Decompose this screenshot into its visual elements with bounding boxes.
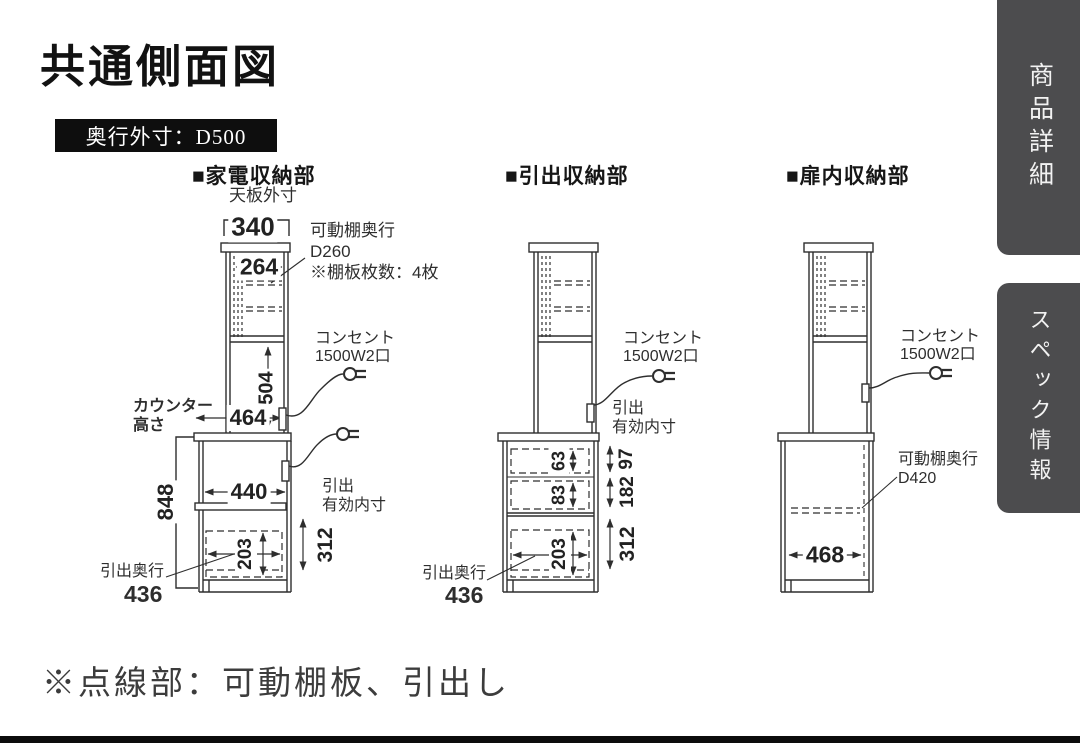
dim-drawer-depth: 436: [445, 582, 484, 608]
outlet-label-1: コンセント: [315, 330, 396, 347]
outlet-box: [278, 407, 287, 431]
power-plug-icon: [652, 369, 675, 383]
dim-eff-height: 312: [314, 524, 338, 566]
dim-drawer2-height: 83: [548, 481, 570, 509]
dim-drawer3-height: 203: [549, 535, 571, 573]
heading-door-section: ■扉内収納部: [786, 164, 910, 188]
appliance-diagram-drawing: [165, 219, 366, 593]
shelf-pin-strips: [541, 256, 551, 338]
dim-open-width: 440: [227, 479, 271, 505]
power-cord: [593, 375, 653, 406]
door-diagram-drawing: [777, 242, 952, 593]
heading-drawer-section: ■引出収納部: [505, 164, 629, 188]
dotted-line-note: ※点線部：可動棚板、引出し: [42, 664, 510, 701]
power-plug-icon: [336, 427, 359, 441]
power-plug-icon: [343, 367, 366, 381]
dim-eff2: 182: [617, 473, 639, 511]
outlet-label-1: コンセント: [900, 328, 981, 345]
movable-shelf-dashed: [791, 507, 860, 514]
tab-spec-info[interactable]: スペック情報: [997, 283, 1080, 513]
page-title: 共通側面図: [40, 41, 281, 92]
movable-shelf-label: 可動棚奥行: [310, 221, 395, 240]
drawer-depth-label: 引出奥行: [422, 565, 487, 582]
tab-product-detail[interactable]: 商品詳細: [997, 0, 1080, 255]
dim-counter-depth: 464: [226, 405, 270, 431]
dim-upper-height: 504: [255, 368, 279, 408]
dim-total-height: 848: [153, 480, 179, 524]
drawer-eff-label-1: 引出: [612, 400, 645, 417]
movable-shelves-dashed: [246, 280, 282, 312]
top-panel-label: 天板外寸: [229, 186, 297, 205]
drawer-depth-label: 引出奥行: [100, 563, 165, 580]
counter-height-label-1: カウンター: [133, 398, 214, 415]
outlet-box: [586, 403, 595, 423]
dim-inner-width: 468: [802, 541, 848, 569]
drawer-eff-label-2: 有効内寸: [322, 497, 387, 514]
shelf-pin-strips: [816, 256, 826, 338]
movable-shelves-dashed: [554, 280, 590, 312]
outlet-label-2: 1500W2口: [315, 348, 391, 365]
dim-eff1: 97: [616, 445, 638, 473]
movable-shelves-dashed: [829, 280, 865, 312]
dim-eff3: 312: [616, 523, 640, 565]
depth-badge: 奥行外寸：D500: [55, 119, 277, 152]
outlet-box: [281, 460, 290, 482]
drawer-eff-label-2: 有効内寸: [612, 419, 677, 436]
outlet-label-2: 1500W2口: [623, 348, 699, 365]
dim-top-width: 340: [228, 211, 278, 243]
dim-drawer-height: 203: [235, 535, 257, 573]
power-cord: [868, 372, 930, 389]
shelf-count-note: ※棚板枚数：4枚: [310, 263, 439, 282]
power-cord: [288, 433, 338, 468]
outlet-box: [861, 383, 870, 403]
power-plug-icon: [929, 366, 952, 380]
movable-shelf-depth: D420: [898, 470, 937, 487]
dim-drawer1-height: 63: [548, 447, 570, 475]
power-cord: [285, 373, 344, 417]
dim-shelf-width: 264: [236, 253, 282, 281]
heading-appliance-section: ■家電収納部: [192, 164, 316, 188]
dim-drawer-depth: 436: [124, 581, 163, 607]
drawer-eff-label-1: 引出: [322, 478, 355, 495]
outlet-label-1: コンセント: [623, 330, 704, 347]
outlet-label-2: 1500W2口: [900, 346, 976, 363]
movable-shelf-depth: D260: [310, 242, 351, 261]
bottom-divider-bar: [0, 736, 1080, 743]
counter-height-label-2: 高さ: [133, 417, 166, 434]
movable-shelf-label: 可動棚奥行: [898, 451, 979, 468]
